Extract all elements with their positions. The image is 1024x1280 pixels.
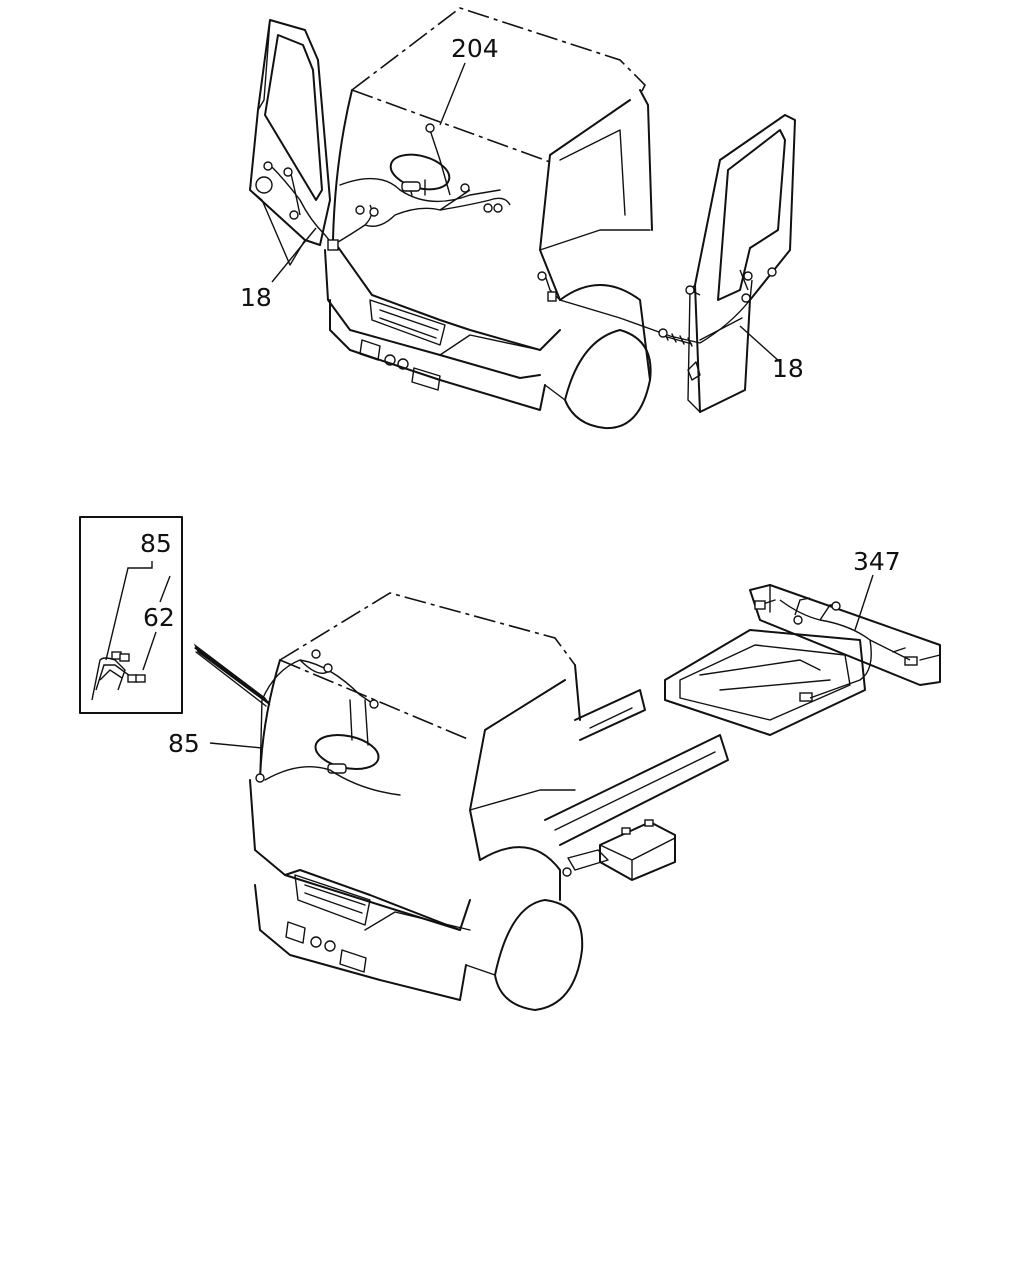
top-cab-illustration xyxy=(324,7,653,430)
callout-18-left: 18 xyxy=(240,283,272,312)
callout-85-cab: 85 xyxy=(168,729,200,758)
callout-204: 204 xyxy=(451,34,499,63)
callout-18-right: 18 xyxy=(772,354,804,383)
top-wiring-harness xyxy=(263,123,777,347)
callout-62: 62 xyxy=(143,603,175,632)
bottom-wiring-harness xyxy=(255,597,911,783)
rear-frame xyxy=(664,584,941,736)
top-left-door xyxy=(249,19,331,266)
inset-detail xyxy=(79,516,183,714)
bottom-cab-illustration xyxy=(249,592,584,1011)
bottom-leaders xyxy=(209,574,874,749)
chassis-frame xyxy=(544,689,729,881)
callout-85-inset: 85 xyxy=(140,529,172,558)
top-leaders xyxy=(271,62,781,363)
callout-347: 347 xyxy=(853,547,901,576)
